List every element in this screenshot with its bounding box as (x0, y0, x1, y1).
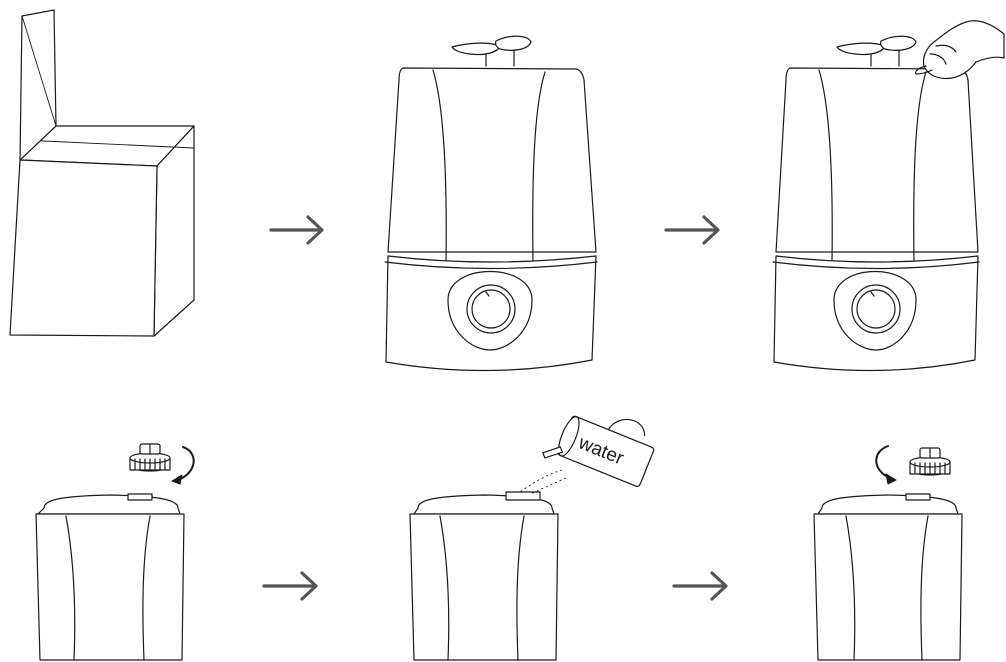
step-6-tank-screw (813, 445, 963, 661)
arrow-step-4-to-5 (262, 571, 318, 601)
step-3-humidifier-lift (772, 20, 1005, 372)
tank-cap-icon (129, 443, 171, 472)
step-2-humidifier (384, 35, 598, 372)
arrow-step-5-to-6 (672, 571, 728, 601)
tank-cap-icon (909, 447, 951, 476)
arrow-step-2-to-3 (664, 215, 720, 245)
hand-icon (914, 20, 1005, 80)
watering-can-icon: water (542, 415, 655, 487)
step-1-box (9, 9, 195, 337)
step-5-tank-fill: water (409, 415, 655, 661)
step-4-tank-unscrew (35, 443, 195, 661)
arrow-step-1-to-2 (269, 215, 324, 245)
